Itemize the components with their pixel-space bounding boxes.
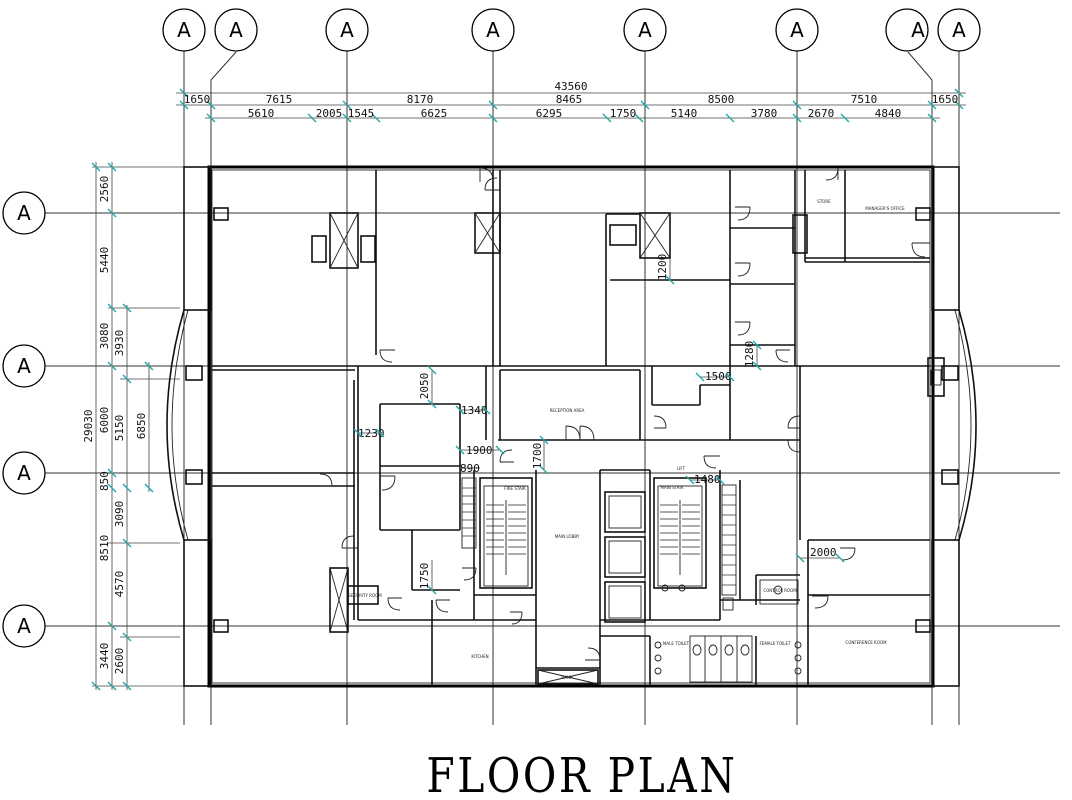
building-shell: [166, 165, 977, 688]
room-label-male-toilet: MALE TOILET: [663, 641, 690, 646]
grid-bubble-row-4: A: [2, 604, 46, 648]
room-label-security-room: SECURITY ROOM: [348, 593, 382, 598]
room-label-store: STORE: [817, 199, 831, 204]
svg-text:1200: 1200: [656, 254, 669, 281]
svg-text:890: 890: [460, 462, 480, 475]
dim-top1-e: 8500: [708, 93, 735, 106]
room-label-lift: LIFT: [677, 466, 686, 471]
grid-bubble-col-1: A: [162, 8, 206, 52]
room-label-kitchen: KITCHEN: [471, 654, 488, 659]
dim-top1-c: 8170: [407, 93, 434, 106]
dim-top2-i: 2670: [808, 107, 835, 120]
svg-text:1280: 1280: [743, 341, 756, 368]
grid-bubble-col-8: A: [937, 8, 981, 52]
column-grid-bubbles: A A A A A A A A: [162, 8, 981, 52]
dim-top2-j: 4840: [875, 107, 902, 120]
svg-text:1750: 1750: [418, 563, 431, 590]
dim-top2-d: 6625: [421, 107, 448, 120]
svg-text:A: A: [17, 201, 31, 225]
dim-top1-b: 7615: [266, 93, 293, 106]
grid-bubble-col-4: A: [471, 8, 515, 52]
svg-text:1500: 1500: [705, 370, 732, 383]
svg-text:A: A: [17, 461, 31, 485]
svg-text:A: A: [790, 18, 804, 42]
dim-left-d: 6000: [98, 407, 111, 434]
dim-left-f: 8510: [98, 535, 111, 562]
dim-left3: 6850: [135, 413, 148, 440]
dim-left-a: 2560: [98, 176, 111, 203]
svg-text:A: A: [486, 18, 500, 42]
top-dimension-lines: 43560 1650 7615 8170 8465 8500 7510 1650…: [176, 80, 966, 123]
svg-text:1900: 1900: [466, 444, 493, 457]
grid-bubble-col-3: A: [325, 8, 369, 52]
interior-dimensions: 2050 1340 1230 1900 1700 890 1500 1480 1…: [353, 254, 845, 595]
svg-text:2000: 2000: [810, 546, 837, 559]
grid-bubble-col-6: A: [775, 8, 819, 52]
svg-text:1480: 1480: [694, 473, 721, 486]
room-label-manager-office: MANAGER'S OFFICE: [865, 206, 905, 211]
room-label-main-stair: MAIN STAIR: [661, 485, 684, 490]
svg-text:A: A: [638, 18, 652, 42]
dim-left2-c: 3090: [113, 501, 126, 528]
room-label-fire-stair: FIRE STAIR: [504, 486, 526, 491]
room-label-reception: RECEPTION AREA: [550, 408, 585, 413]
svg-text:2050: 2050: [418, 373, 431, 400]
dim-top2-f: 1750: [610, 107, 637, 120]
dim-left-g: 3440: [98, 643, 111, 670]
dim-left2-b: 5150: [113, 415, 126, 442]
svg-text:1700: 1700: [531, 443, 544, 470]
dim-left2-e: 2600: [113, 648, 126, 675]
svg-text:A: A: [177, 18, 191, 42]
room-labels: MANAGER'S OFFICE STORE RECEPTION AREA MA…: [348, 199, 905, 680]
grid-bubble-col-2: A: [214, 8, 258, 52]
dim-top2-e: 6295: [536, 107, 563, 120]
dim-left-c: 3080: [98, 323, 111, 350]
dim-top2-a: 5610: [248, 107, 275, 120]
svg-text:A: A: [17, 354, 31, 378]
room-label-main-lobby: MAIN LOBBY: [555, 534, 580, 539]
svg-text:A: A: [229, 18, 243, 42]
grid-bubble-row-2: A: [2, 344, 46, 388]
dim-top1-f: 7510: [851, 93, 878, 106]
room-label-conference-room: CONFERENCE ROOM: [845, 640, 887, 645]
dim-left2-d: 4570: [113, 571, 126, 598]
grid-bubble-col-7: A: [885, 8, 929, 52]
dim-overall-height: 29030: [82, 409, 95, 442]
dim-left-b: 5440: [98, 247, 111, 274]
drawing-title: FLOOR PLAN: [426, 748, 737, 800]
svg-text:A: A: [17, 614, 31, 638]
grid-bubble-row-1: A: [2, 191, 46, 235]
svg-text:A: A: [340, 18, 354, 42]
core-elements: [311, 212, 945, 685]
svg-text:1340: 1340: [461, 404, 488, 417]
doors: [318, 167, 930, 661]
dim-top2-h: 3780: [751, 107, 778, 120]
dim-top2-g: 5140: [671, 107, 698, 120]
grid-bubble-row-3: A: [2, 451, 46, 495]
dim-top1-d: 8465: [556, 93, 583, 106]
dim-top2-c: 1545: [348, 107, 375, 120]
room-label-control-room: CONTROL ROOM: [763, 588, 797, 593]
svg-text:A: A: [952, 18, 966, 42]
dim-top2-b: 2005: [316, 107, 343, 120]
dim-top1-g: 1650: [932, 93, 959, 106]
dim-top1-a: 1650: [184, 93, 211, 106]
room-label-ramp: RAMP: [561, 675, 573, 680]
interior-walls: [212, 170, 930, 686]
left-dimension-lines: 29030 2560 5440 3080 6000 850 8510 3440 …: [82, 162, 210, 691]
dim-overall-width: 43560: [554, 80, 587, 93]
row-grid-bubbles: A A A A: [2, 191, 46, 648]
svg-text:A: A: [911, 18, 925, 42]
grid-bubble-col-5: A: [623, 8, 667, 52]
dim-left-e: 850: [98, 471, 111, 491]
room-label-female-toilet: FEMALE TOILET: [759, 641, 791, 646]
dim-left2-a: 3930: [113, 330, 126, 357]
grid-lines: [45, 50, 1060, 725]
